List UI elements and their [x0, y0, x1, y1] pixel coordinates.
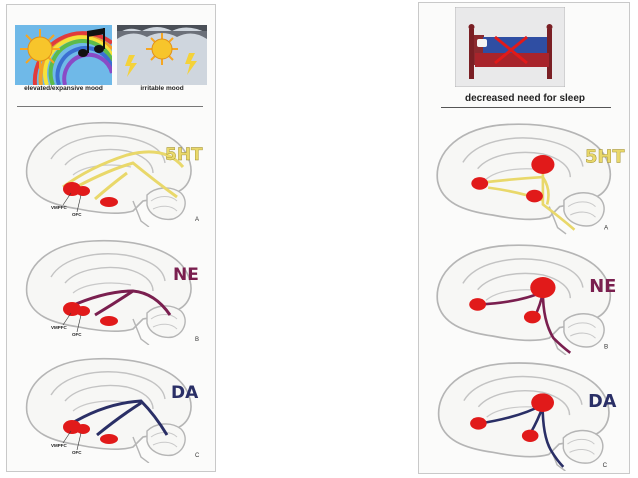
- thalamus-hotspot: [526, 189, 543, 203]
- ofc-label: OFC: [72, 332, 82, 337]
- neurotransmitter-label: 5HT: [585, 146, 625, 167]
- neurotransmitter-label: NE: [589, 276, 616, 297]
- divider-line: [17, 106, 203, 107]
- brain-diagram-5ht-right: 5HT A: [436, 123, 625, 235]
- decreased-sleep-caption: decreased need for sleep: [464, 93, 586, 104]
- ofc-hotspot: [76, 306, 90, 316]
- brain-diagram-ne-right: NE B: [436, 244, 616, 355]
- irritable-mood-caption: irritable mood: [140, 85, 184, 92]
- prefrontal-hotspot: [469, 298, 487, 311]
- limbic-hotspot: [100, 316, 118, 326]
- elevated-mood-caption: elevated/expansive mood: [24, 85, 103, 92]
- right-figure-panel: decreased need for sleep 5HT A NE B DA C: [418, 2, 630, 474]
- panel-letter: C: [195, 453, 200, 459]
- serotonin-pathway: [62, 150, 185, 201]
- prefrontal-hotspot: [471, 177, 489, 190]
- sun-rainbow-music-icon: [15, 25, 112, 85]
- vmpfc-label: VMPFC: [51, 205, 68, 210]
- limbic-hotspot: [100, 434, 118, 444]
- vmpfc-label: VMPFC: [51, 443, 68, 448]
- brain-diagram-5ht-left: VMPFC OFC 5HT A: [25, 121, 203, 227]
- neurotransmitter-label: DA: [171, 383, 199, 403]
- brain-diagram-ne-left: VMPFC OFC NE B: [25, 239, 199, 345]
- ofc-hotspot: [76, 424, 90, 434]
- divider-line: [441, 107, 611, 108]
- prefrontal-hotspot: [470, 417, 487, 430]
- limbic-hotspot: [100, 197, 118, 207]
- panel-letter: A: [604, 225, 609, 232]
- hypothalamus-hotspot: [531, 155, 555, 174]
- crossed-out-bed-icon: [455, 7, 565, 87]
- brain-diagram-da-right: DA C: [437, 362, 617, 471]
- ofc-label: OFC: [72, 450, 82, 455]
- ofc-hotspot: [76, 186, 90, 196]
- ofc-label: OFC: [72, 212, 82, 217]
- storm-cloud-lightning-icon: [117, 25, 207, 85]
- vmpfc-label: VMPFC: [51, 325, 68, 330]
- left-figure-panel: elevated/expansive mood irritable mood V…: [6, 4, 216, 472]
- brain-diagram-da-left: VMPFC OFC DA C: [25, 357, 200, 463]
- neurotransmitter-label: DA: [588, 392, 617, 412]
- panel-letter: B: [195, 337, 199, 343]
- neurotransmitter-label: NE: [173, 265, 199, 285]
- panel-letter: A: [195, 217, 199, 223]
- thalamus-hotspot: [523, 310, 541, 324]
- panel-letter: B: [604, 344, 608, 351]
- hypothalamus-hotspot: [531, 393, 554, 412]
- neurotransmitter-label: 5HT: [165, 145, 203, 165]
- panel-letter: C: [603, 462, 608, 469]
- thalamus-hotspot: [521, 429, 539, 442]
- hypothalamus-hotspot: [530, 277, 556, 299]
- dopamine-pathway: [68, 399, 169, 437]
- norepinephrine-pathway: [68, 289, 172, 317]
